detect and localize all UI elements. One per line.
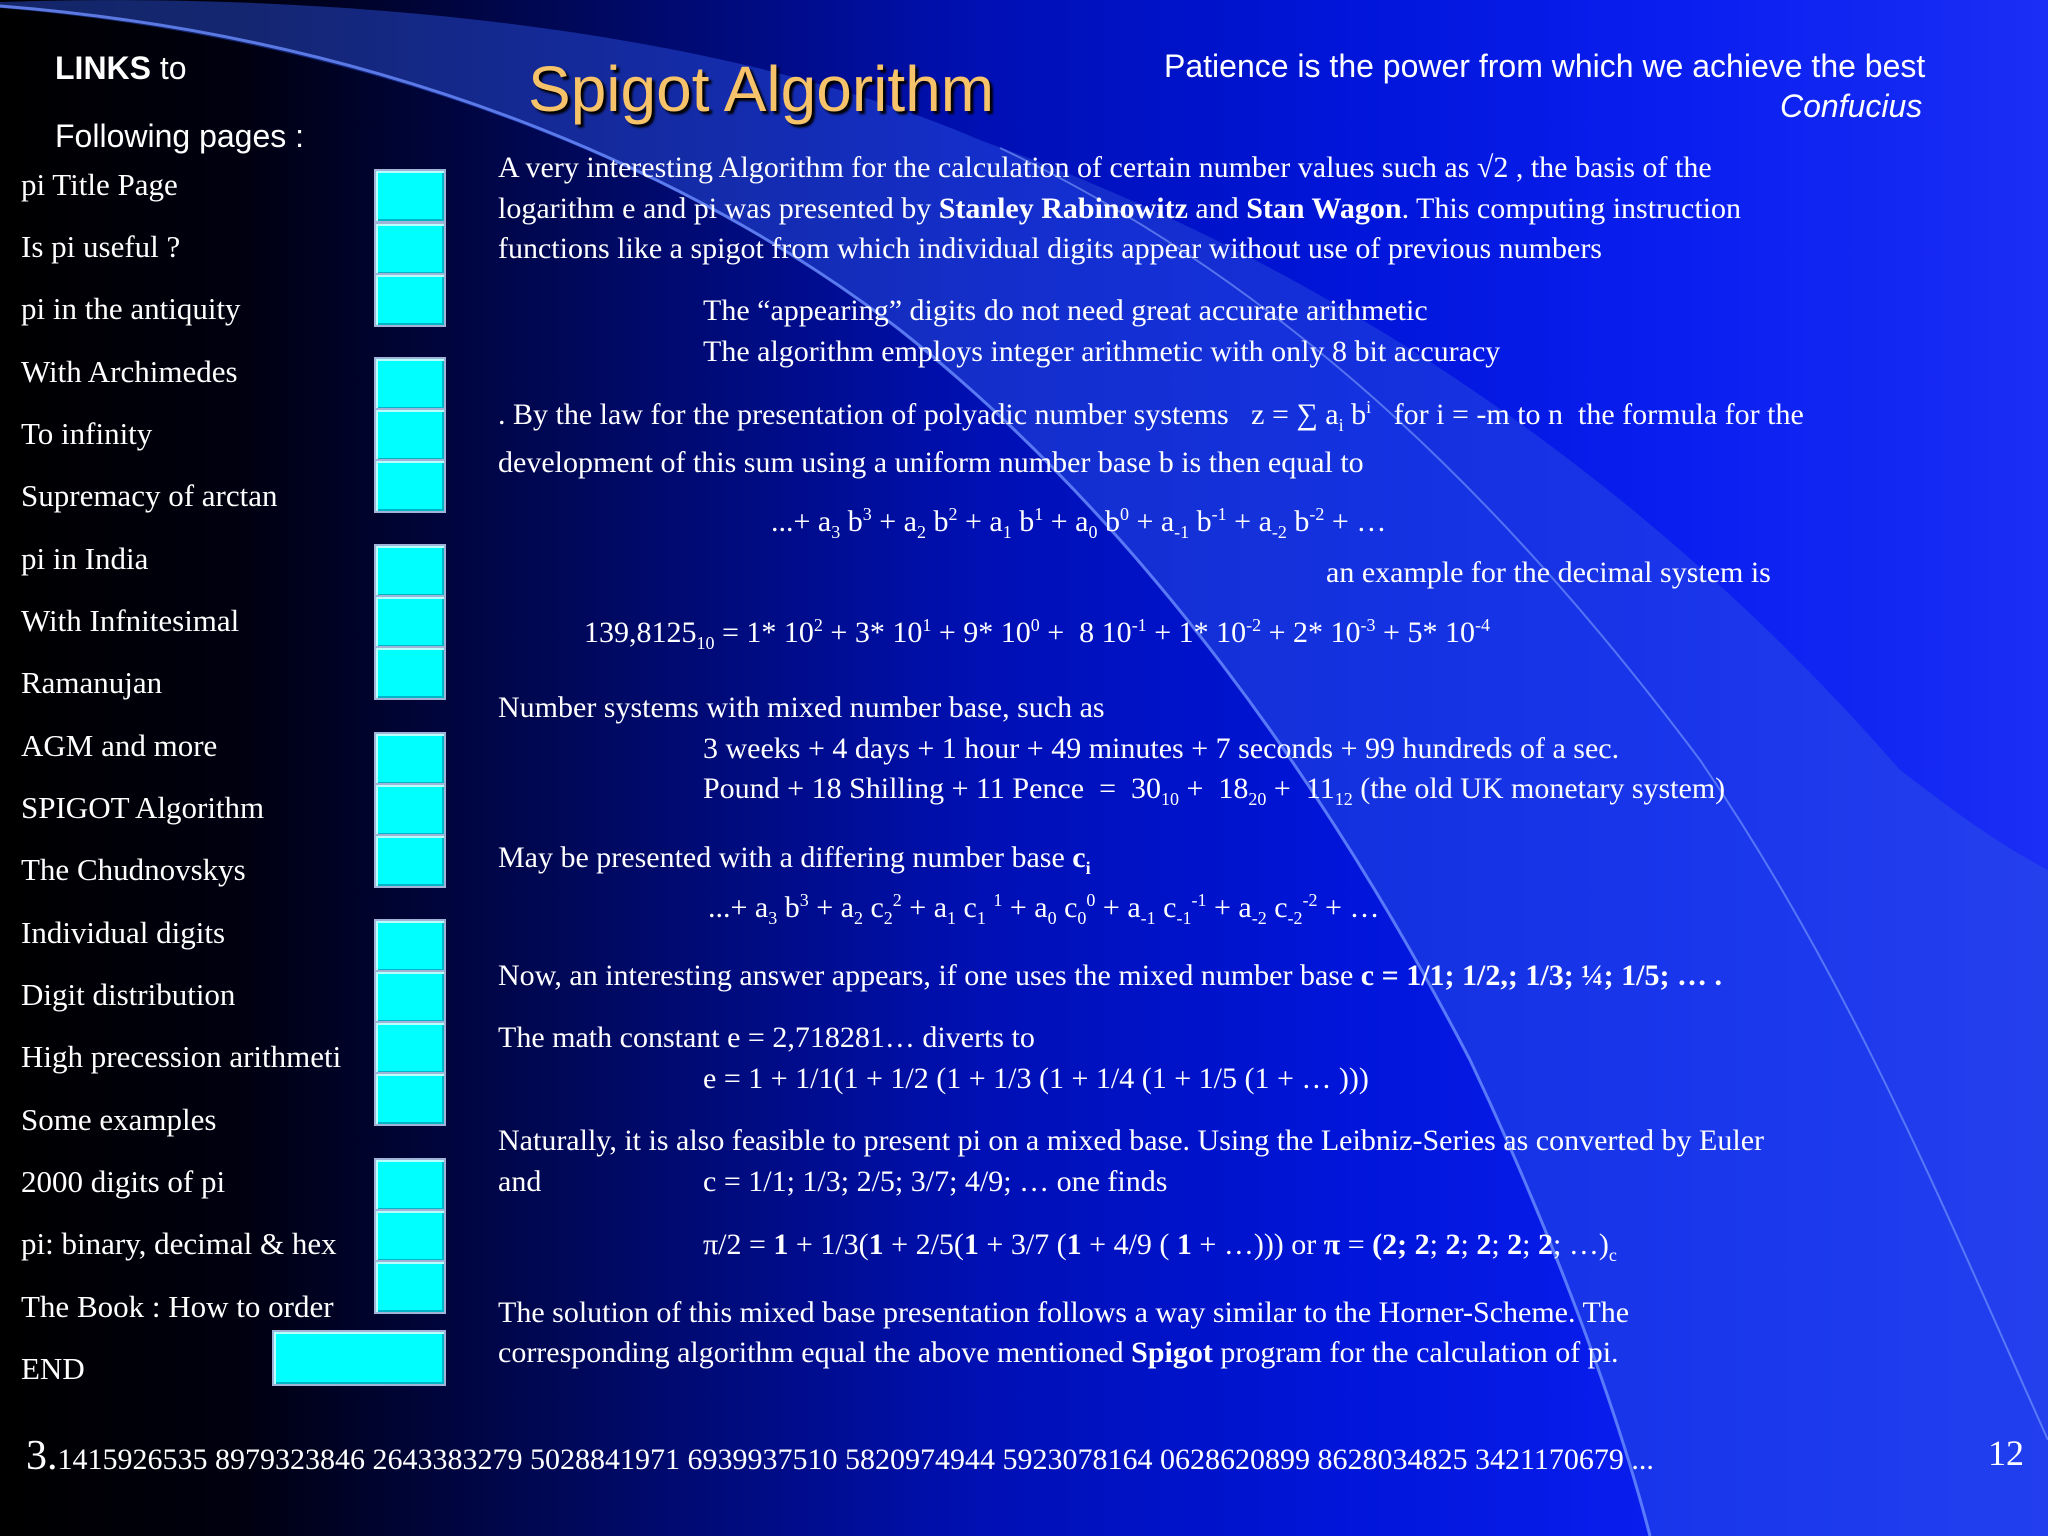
nav-link-some-examples[interactable]: Some examples bbox=[21, 1102, 217, 1137]
intro-line-2-a: logarithm e and pi was presented by bbox=[498, 192, 939, 225]
nav-button-archimedes[interactable] bbox=[374, 357, 446, 411]
nav-link-spigot[interactable]: SPIGOT Algorithm bbox=[21, 790, 265, 825]
differing-base-text: May be presented with a differing number… bbox=[498, 841, 1073, 874]
nav-button-infinitesimal[interactable] bbox=[374, 595, 446, 649]
nav-link-high-precision[interactable]: High precession arithmeti bbox=[21, 1039, 342, 1074]
nav-button-pi-india[interactable] bbox=[374, 544, 446, 598]
nav-link-individual-digits[interactable]: Individual digits bbox=[21, 915, 226, 950]
naturally-line-1: Naturally, it is also feasible to presen… bbox=[498, 1124, 1765, 1157]
intro-line-2-b: and bbox=[1187, 192, 1247, 225]
nav-button-chudnovskys[interactable] bbox=[374, 834, 446, 888]
nav-link-pi-antiquity[interactable]: pi in the antiquity bbox=[21, 291, 241, 326]
links-subheading: Following pages : bbox=[55, 118, 305, 154]
nav-link-digit-distribution[interactable]: Digit distribution bbox=[21, 977, 236, 1012]
polyadic-formula: ...+ a3 b3 + a2 b2 + a1 b1 + a0 b0 + a-1… bbox=[771, 504, 1387, 542]
nav-button-end[interactable] bbox=[272, 1330, 446, 1386]
nav-link-book-order[interactable]: The Book : How to order bbox=[21, 1289, 334, 1324]
quote-text: Patience is the power from which we achi… bbox=[1164, 48, 1926, 84]
pi-mixed-base-formula: π/2 = 1 + 1/3(1 + 2/5(1 + 3/7 (1 + 4/9 (… bbox=[703, 1228, 1617, 1265]
spigot-bold: Spigot bbox=[1131, 1336, 1213, 1369]
nav-button-book-order[interactable] bbox=[374, 1260, 446, 1314]
links-heading: LINKS to bbox=[55, 50, 187, 87]
solution-line-2: corresponding algorithm equal the above … bbox=[498, 1335, 1619, 1371]
solution-line-1: The solution of this mixed base presenta… bbox=[498, 1296, 1630, 1329]
now-line: Now, an interesting answer appears, if o… bbox=[498, 958, 1722, 994]
intro-line-3: functions like a spigot from which indiv… bbox=[498, 232, 1602, 265]
intro-line-2: logarithm e and pi was presented by Stan… bbox=[498, 191, 1741, 227]
nav-link-ramanujan[interactable]: Ramanujan bbox=[21, 665, 163, 700]
links-heading-rest: to bbox=[151, 50, 187, 86]
pi-digits-footer: 3.1415926535 8979323846 2643383279 50288… bbox=[26, 1432, 1654, 1480]
differing-base-line: May be presented with a differing number… bbox=[498, 841, 1091, 878]
decimal-example: 139,812510 = 1* 102 + 3* 101 + 9* 100 + … bbox=[584, 615, 1490, 653]
e-line-2: e = 1 + 1/1(1 + 1/2 (1 + 1/3 (1 + 1/4 (1… bbox=[703, 1062, 1369, 1095]
page-number: 12 bbox=[1988, 1433, 2024, 1473]
pi-integer-part: 3. bbox=[26, 1433, 58, 1479]
author-name-1: Stanley Rabinowitz bbox=[938, 192, 1188, 225]
nav-link-is-pi-useful[interactable]: Is pi useful ? bbox=[21, 229, 181, 264]
nav-button-digit-distribution[interactable] bbox=[374, 970, 446, 1024]
nav-link-title-page[interactable]: pi Title Page bbox=[21, 167, 178, 202]
mixed-example-money: Pound + 18 Shilling + 11 Pence = 3010 + … bbox=[703, 772, 1726, 809]
intro-line-2-c: . This computing instruction bbox=[1401, 192, 1742, 225]
nav-button-to-infinity[interactable] bbox=[374, 408, 446, 462]
nav-link-chudnovskys[interactable]: The Chudnovskys bbox=[21, 852, 246, 887]
nav-link-end[interactable]: END bbox=[21, 1351, 85, 1386]
nav-button-agm[interactable] bbox=[374, 732, 446, 786]
nav-button-high-precision[interactable] bbox=[374, 1021, 446, 1075]
now-text: Now, an interesting answer appears, if o… bbox=[498, 959, 1361, 992]
nav-button-is-pi-useful[interactable] bbox=[374, 222, 446, 276]
nav-button-title-page[interactable] bbox=[374, 169, 446, 223]
nav-link-binary-decimal-hex[interactable]: pi: binary, decimal & hex bbox=[21, 1226, 337, 1261]
law-line-1: . By the law for the presentation of pol… bbox=[498, 397, 1804, 435]
law-line-2: development of this sum using a uniform … bbox=[498, 446, 1364, 479]
now-base: c = 1/1; 1/2,; 1/3; ¼; 1/5; … . bbox=[1360, 959, 1722, 992]
links-heading-bold: LINKS bbox=[55, 50, 151, 86]
nav-button-arctan[interactable] bbox=[374, 459, 446, 513]
naturally-and: and bbox=[498, 1165, 542, 1198]
nav-button-2000-digits[interactable] bbox=[374, 1158, 446, 1212]
mixed-intro: Number systems with mixed number base, s… bbox=[498, 691, 1105, 724]
solution-line-2-a: corresponding algorithm equal the above … bbox=[498, 1336, 1132, 1369]
nav-button-individual-digits[interactable] bbox=[374, 919, 446, 973]
nav-button-spigot[interactable] bbox=[374, 783, 446, 837]
nav-button-pi-antiquity[interactable] bbox=[374, 273, 446, 327]
nav-link-archimedes[interactable]: With Archimedes bbox=[21, 354, 238, 389]
naturally-line-2: c = 1/1; 1/3; 2/5; 3/7; 4/9; … one finds bbox=[703, 1165, 1168, 1198]
note-line-1: The “appearing” digits do not need great… bbox=[703, 294, 1428, 327]
note-line-2: The algorithm employs integer arithmetic… bbox=[703, 335, 1501, 368]
nav-button-ramanujan[interactable] bbox=[374, 646, 446, 700]
nav-link-infinitesimal[interactable]: With Infnitesimal bbox=[21, 603, 240, 638]
pi-decimal-digits: 1415926535 8979323846 2643383279 5028841… bbox=[57, 1443, 1654, 1476]
nav-link-2000-digits[interactable]: 2000 digits of pi bbox=[21, 1164, 226, 1199]
nav-link-agm[interactable]: AGM and more bbox=[21, 728, 218, 763]
e-line-1: The math constant e = 2,718281… diverts … bbox=[498, 1021, 1035, 1054]
mixed-example-money-tail: (the old UK monetary system) bbox=[1352, 772, 1726, 805]
nav-link-pi-india[interactable]: pi in India bbox=[21, 541, 149, 576]
mixed-example-time: 3 weeks + 4 days + 1 hour + 49 minutes +… bbox=[703, 732, 1620, 765]
author-name-2: Stan Wagon bbox=[1246, 192, 1402, 225]
nav-link-to-infinity[interactable]: To infinity bbox=[21, 416, 153, 451]
example-intro: an example for the decimal system is bbox=[1326, 556, 1771, 589]
nav-link-arctan[interactable]: Supremacy of arctan bbox=[21, 478, 278, 513]
nav-button-binary-decimal-hex[interactable] bbox=[374, 1209, 446, 1263]
page-title: Spigot Algorithm bbox=[528, 53, 995, 125]
nav-button-some-examples[interactable] bbox=[374, 1072, 446, 1126]
solution-line-2-b: program for the calculation of pi. bbox=[1212, 1336, 1619, 1369]
quote-author: Confucius bbox=[1780, 88, 1923, 124]
intro-line-1: A very interesting Algorithm for the cal… bbox=[498, 151, 1712, 184]
mixed-base-formula: ...+ a3 b3 + a2 c22 + a1 c1 1 + a0 c00 +… bbox=[708, 890, 1380, 928]
